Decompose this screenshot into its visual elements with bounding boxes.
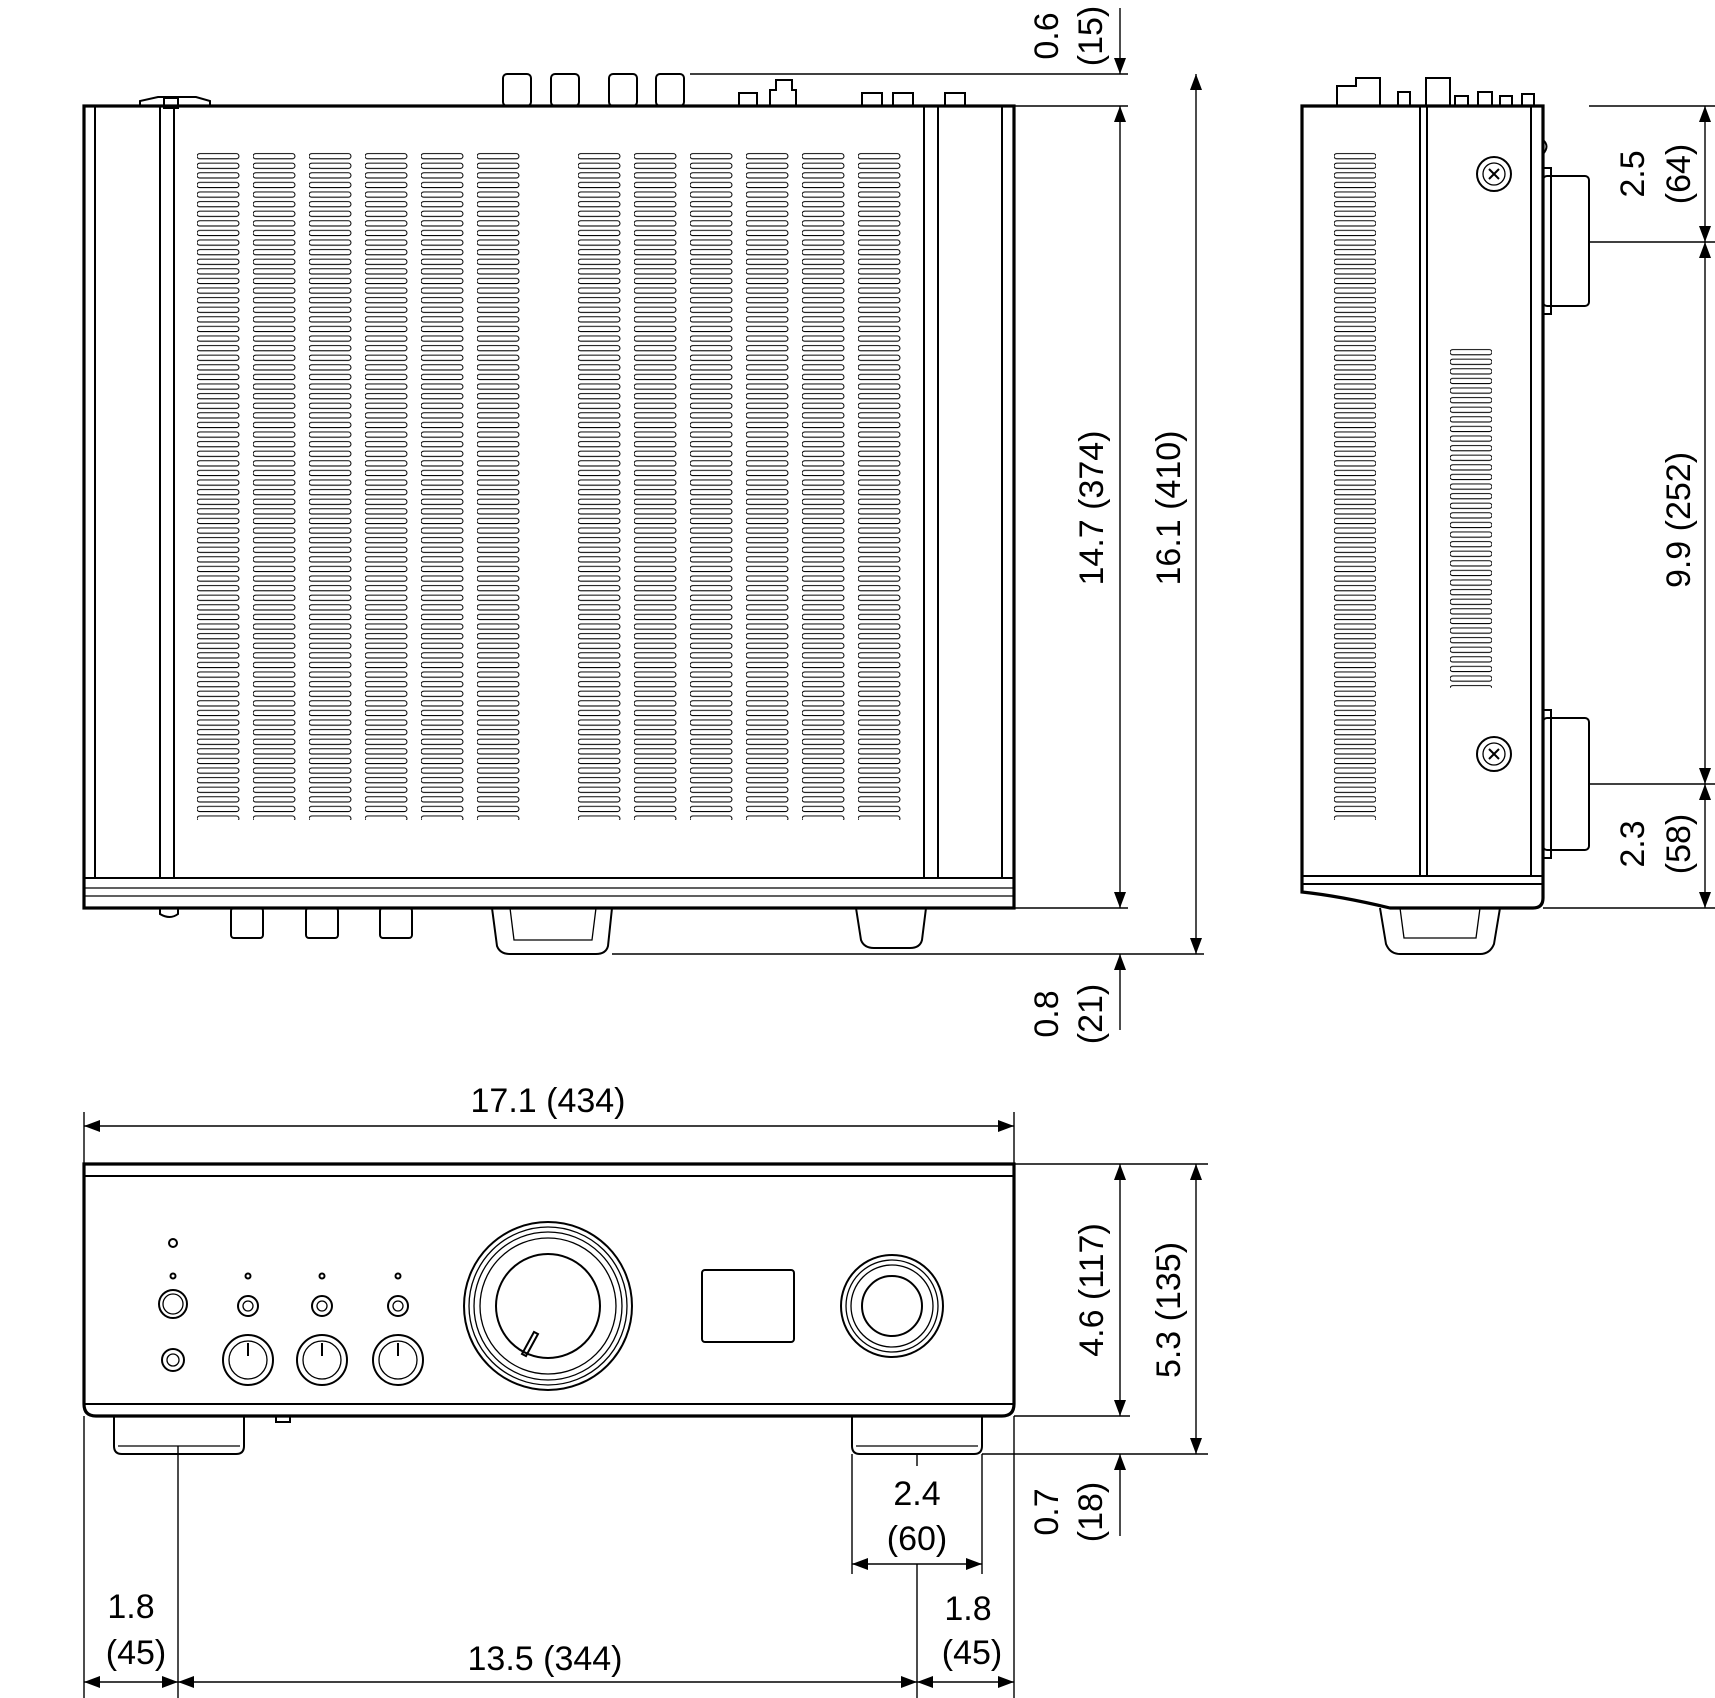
dim-left-foot-offset-inch: 1.8 (107, 1588, 154, 1626)
headphone-jack (161, 1348, 185, 1372)
dim-left-foot-offset-mm: (45) (106, 1634, 166, 1672)
dim-side-top-segment-inch: 2.5 (1614, 150, 1652, 197)
side-top-connectors (1336, 77, 1535, 106)
dim-foot-height-inch: 0.7 (1028, 1488, 1066, 1535)
dim-top-depth-body: 14.7 (374) (1073, 431, 1111, 586)
side-screw-top (1476, 156, 1512, 192)
selector-button-1 (237, 1295, 259, 1317)
side-handle-top (1542, 175, 1590, 307)
dim-front-body-height: 4.6 (117) (1073, 1223, 1111, 1357)
side-foot (1379, 907, 1501, 955)
power-button (158, 1289, 188, 1319)
selector-button-3 (387, 1295, 409, 1317)
dimension-lines (83, 8, 1715, 1698)
front-foot-left (113, 1416, 245, 1455)
dim-front-total-height: 5.3 (135) (1150, 1242, 1188, 1378)
dim-side-mid-segment: 9.9 (252) (1660, 452, 1698, 588)
dim-top-rear-protrusion-mm: (15) (1072, 6, 1110, 66)
front-display (701, 1269, 795, 1343)
selector-button-2 (311, 1295, 333, 1317)
top-vent-left (197, 152, 533, 820)
top-chassis (82, 104, 1016, 910)
dim-right-foot-offset-mm: (45) (942, 1634, 1002, 1672)
dimension-labels: 0.6 (15) 14.7 (374) 16.1 (410) 0.8 (21) … (106, 6, 1698, 1678)
top-front-knobs (159, 907, 927, 955)
side-screw-bottom (1476, 736, 1512, 772)
dim-foot-spacing: 13.5 (344) (468, 1640, 623, 1678)
side-handle-bottom (1542, 717, 1590, 851)
dim-top-rear-protrusion-inch: 0.6 (1028, 12, 1066, 59)
dim-top-front-protrusion-mm: (21) (1072, 984, 1110, 1044)
side-vent-main (1334, 152, 1376, 820)
volume-knob (463, 1221, 633, 1391)
front-foot-right (851, 1416, 983, 1455)
power-led (168, 1238, 178, 1248)
dim-right-foot-offset-inch: 1.8 (944, 1590, 991, 1628)
dim-side-bottom-segment-inch: 2.3 (1614, 820, 1652, 867)
front-panel (82, 1162, 1016, 1418)
dim-top-depth-total: 16.1 (410) (1150, 431, 1188, 586)
dim-front-width: 17.1 (434) (471, 1082, 626, 1120)
front-view (82, 1162, 1016, 1455)
dim-foot-width-inch: 2.4 (893, 1475, 940, 1513)
top-rear-connectors (139, 73, 966, 109)
dim-top-front-protrusion-inch: 0.8 (1028, 990, 1066, 1037)
side-vent-small (1450, 348, 1492, 688)
dim-foot-height-mm: (18) (1072, 1482, 1110, 1542)
top-vent-right (578, 152, 914, 820)
dim-side-bottom-segment-mm: (58) (1660, 814, 1698, 874)
side-view (1300, 77, 1590, 955)
small-knob-1 (222, 1334, 274, 1386)
side-chassis (1300, 104, 1545, 910)
top-view (82, 73, 1016, 955)
input-selector-knob (840, 1254, 944, 1358)
dim-side-top-segment-mm: (64) (1660, 144, 1698, 204)
small-knob-3 (372, 1334, 424, 1386)
small-knob-2 (296, 1334, 348, 1386)
dim-foot-width-mm: (60) (887, 1520, 947, 1558)
